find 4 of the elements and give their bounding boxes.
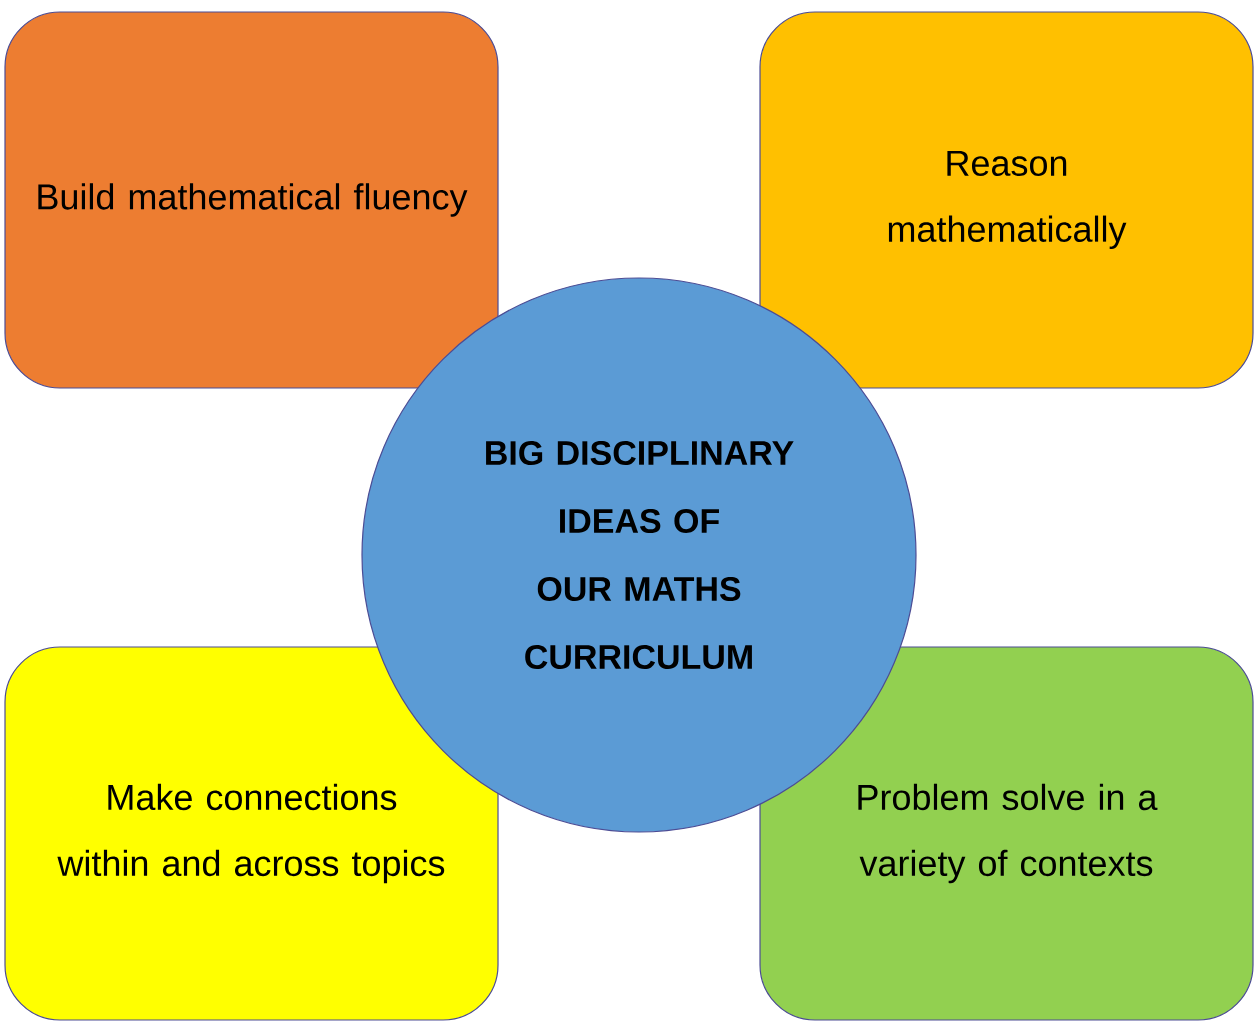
rounded-box: Make connections within and across topics	[4, 646, 499, 1021]
rounded-box: Problem solve in a variety of contexts	[759, 646, 1254, 1021]
rounded-box: Reason mathematically	[759, 11, 1254, 389]
rounded-box: Build mathematical fluency	[4, 11, 499, 389]
